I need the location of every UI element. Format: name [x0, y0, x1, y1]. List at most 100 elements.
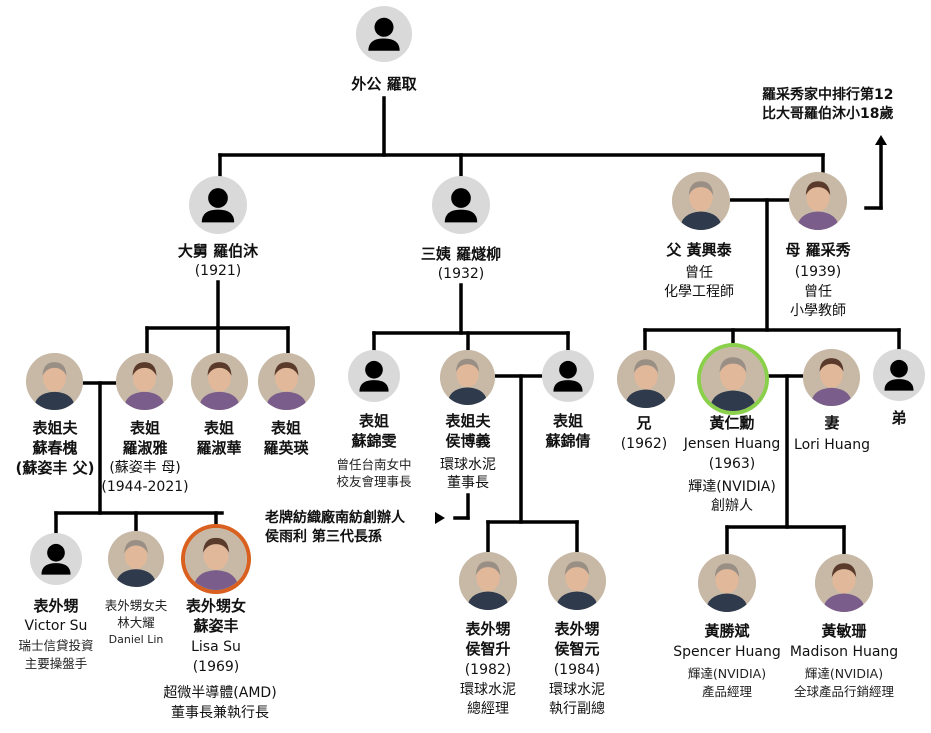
avatar-younger-brother — [873, 349, 925, 401]
lisa-line3: Lisa Su — [191, 639, 241, 655]
person-icon — [444, 188, 478, 223]
avatar-hou-zhiyuan — [548, 552, 606, 610]
su-jinwen-line4: 校友會理事長 — [336, 474, 412, 489]
elder-brother-line2: (1962) — [620, 436, 668, 452]
luo-shuya-line3: (蘇姿丰 母) — [109, 460, 181, 476]
mother-rank-line2: 比大哥羅伯沐小18歲 — [762, 106, 894, 122]
person-photo-icon — [548, 552, 606, 610]
person-icon — [201, 188, 235, 223]
spencer-line4: 產品經理 — [701, 684, 753, 699]
hou-boyi-line2: 侯博義 — [445, 432, 491, 450]
person-photo-icon — [672, 172, 730, 230]
avatar-father — [672, 172, 730, 230]
hou-lineage-note: 老牌紡織廠南紡創辦人 侯雨利 第三代長孫 — [265, 509, 405, 547]
avatar-luo-shuhua — [191, 353, 248, 410]
person-photo-icon — [258, 353, 315, 410]
younger-brother-line1: 弟 — [891, 409, 907, 427]
spencer-line2: Spencer Huang — [673, 644, 781, 660]
avatar-lori — [803, 349, 860, 406]
lisa-line5: 超微半導體(AMD) — [163, 685, 277, 701]
madison-line4: 全球產品行銷經理 — [793, 684, 895, 699]
avatar-aunt3 — [432, 176, 490, 234]
elder-brother-line1: 兄 — [636, 414, 652, 432]
person-photo-icon — [116, 353, 173, 410]
mother-line2: 小學教師 — [790, 303, 846, 319]
hou-boyi-line1: 表姐夫 — [445, 412, 491, 430]
person-photo-icon — [459, 552, 517, 610]
avatar-hou-zhisheng — [459, 552, 517, 610]
avatar-su-jinwen — [348, 350, 400, 402]
hou-zhiyuan-line1: 表外甥 — [554, 620, 600, 638]
hou-zhisheng-line4: 環球水泥 — [460, 682, 516, 698]
hou-zhisheng-line2: 侯智升 — [465, 640, 511, 658]
luo-yingying-line2: 羅英瑛 — [263, 439, 309, 457]
person-icon — [368, 17, 400, 51]
jensen-line5: 創辦人 — [711, 498, 753, 514]
lisa-line1: 表外甥女 — [185, 597, 247, 615]
avatar-uncle — [189, 176, 247, 234]
avatar-luo-shuya — [116, 353, 173, 410]
lisa-line6: 董事長兼執行長 — [171, 705, 269, 721]
su-jinqian-line1: 表姐 — [552, 412, 584, 430]
person-photo-icon — [108, 531, 164, 587]
aunt3-name: 三姨 羅燧柳 — [420, 245, 502, 263]
victor-line2: Victor Su — [24, 618, 88, 634]
father-name: 父 黃興泰 — [666, 241, 732, 259]
avatar-elder-brother — [617, 350, 675, 408]
su-chunhuai-line1: 表姐夫 — [32, 419, 78, 437]
uncle-name: 大舅 羅伯沐 — [177, 242, 259, 260]
luo-yingying-line1: 表姐 — [270, 419, 302, 437]
person-photo-icon — [440, 350, 495, 405]
hou-boyi-line4: 董事長 — [447, 475, 489, 491]
person-icon — [884, 359, 914, 391]
hou-boyi-line3: 環球水泥 — [440, 457, 496, 473]
hou-note-arrow — [435, 512, 445, 524]
jensen-line2: Jensen Huang — [683, 436, 781, 452]
jensen-line1: 黃仁勳 — [709, 414, 755, 432]
luo-shuya-line2: 羅淑雅 — [122, 439, 168, 457]
su-jinqian-line2: 蘇錦倩 — [545, 432, 591, 450]
aunt3-year: (1932) — [437, 266, 485, 282]
lisa-line4: (1969) — [192, 659, 240, 675]
avatar-victor — [30, 533, 82, 585]
mother-rank-line1: 羅采秀家中排行第12 — [762, 87, 894, 103]
hou-zhisheng-line3: (1982) — [464, 662, 512, 678]
lori-line1: 妻 — [824, 414, 840, 432]
person-photo-icon — [803, 349, 860, 406]
person-photo-icon — [26, 353, 83, 410]
person-photo-icon — [701, 347, 765, 411]
avatar-luo-yingying — [258, 353, 315, 410]
hou-lineage-line1: 老牌紡織廠南紡創辦人 — [265, 510, 405, 526]
person-photo-icon — [185, 528, 247, 590]
mother-name: 母 羅采秀 — [785, 241, 851, 259]
luo-shuhua-line2: 羅淑華 — [196, 439, 242, 457]
person-photo-icon — [789, 172, 847, 230]
father-line2: 化學工程師 — [664, 284, 734, 300]
uncle-year: (1921) — [194, 263, 242, 279]
grandfather-name: 外公 羅取 — [351, 75, 417, 93]
hou-zhisheng-line1: 表外甥 — [465, 620, 511, 638]
hou-zhisheng-line5: 總經理 — [467, 701, 509, 717]
hou-zhiyuan-line4: 環球水泥 — [549, 682, 605, 698]
su-jinwen-line1: 表姐 — [358, 412, 390, 430]
mother-note-arrow — [875, 135, 887, 145]
avatar-madison — [815, 554, 873, 612]
mother-line1: 曾任 — [804, 284, 832, 300]
person-photo-icon — [698, 554, 756, 612]
avatar-hou-boyi — [440, 350, 495, 405]
person-photo-icon — [617, 350, 675, 408]
hou-lineage-line2: 侯雨利 第三代長孫 — [265, 529, 382, 545]
father-line1: 曾任 — [685, 265, 713, 281]
mother-year: (1939) — [794, 264, 842, 280]
su-chunhuai-line2: 蘇春槐 — [32, 439, 78, 457]
avatar-spencer — [698, 554, 756, 612]
victor-line3: 瑞士信貸投資 — [18, 638, 94, 653]
victor-line4: 主要操盤手 — [24, 656, 88, 671]
person-icon — [553, 360, 583, 392]
victor-line1: 表外甥 — [33, 597, 79, 615]
hou-zhiyuan-line5: 執行副總 — [549, 701, 605, 717]
su-chunhuai-line3: (蘇姿丰 父) — [15, 459, 95, 477]
hou-zhiyuan-line2: 侯智元 — [554, 640, 600, 658]
